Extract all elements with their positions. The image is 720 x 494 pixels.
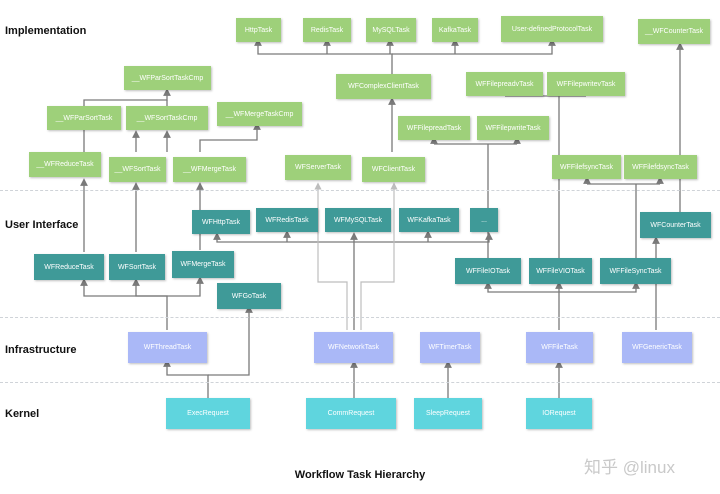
node-wf-kafka-task: WFKafkaTask bbox=[399, 208, 459, 232]
node-reduce-task-impl: __WFReduceTask bbox=[29, 152, 101, 177]
node-par-sort-task: __WFParSortTask bbox=[47, 106, 121, 130]
node-wf-generic-task: WFGenericTask bbox=[622, 332, 692, 363]
node-wf-redis-task: WFRedisTask bbox=[256, 208, 318, 232]
node-http-task: HttpTask bbox=[236, 18, 281, 42]
diagram-caption: Workflow Task Hierarchy bbox=[294, 469, 426, 481]
node-sleep-request: SleepRequest bbox=[414, 398, 482, 429]
node-file-fdsync-task: WFFilefdsyncTask bbox=[624, 155, 697, 179]
node-wf-file-io-task: WFFileIOTask bbox=[455, 258, 521, 284]
node-par-sort-task-cmp: __WFParSortTaskCmp bbox=[124, 66, 211, 90]
node-wf-thread-task: WFThreadTask bbox=[128, 332, 207, 363]
node-comm-request: CommRequest bbox=[306, 398, 396, 429]
node-wf-file-sync-task: WFFileSyncTask bbox=[600, 258, 671, 284]
node-wf-reduce-task: WFReduceTask bbox=[34, 254, 104, 280]
node-mysql-task: MySQLTask bbox=[366, 18, 416, 42]
node-sort-task-impl: __WFSortTask bbox=[109, 157, 166, 182]
node-wf-go-task: WFGoTask bbox=[217, 283, 281, 309]
node-server-task: WFServerTask bbox=[285, 155, 351, 180]
node-wf-http-task: WFHttpTask bbox=[192, 210, 250, 234]
node-file-pwrite-task: WFFilepwriteTask bbox=[477, 116, 549, 140]
node-wf-file-vio-task: WFFileVIOTask bbox=[529, 258, 592, 284]
watermark: 知乎 @linux bbox=[584, 458, 675, 477]
layer-separator bbox=[0, 382, 720, 383]
node-sort-task-cmp: __WFSortTaskCmp bbox=[126, 106, 208, 130]
node-client-task: WFClientTask bbox=[362, 157, 425, 182]
node-wf-timer-task: WFTimerTask bbox=[420, 332, 480, 363]
layer-label-user-interface: User Interface bbox=[5, 219, 79, 231]
node-redis-task: RedisTask bbox=[303, 18, 351, 42]
node-exec-request: ExecRequest bbox=[166, 398, 250, 429]
node-wf-counter-task: WFCounterTask bbox=[640, 212, 711, 238]
layer-label-kernel: Kernel bbox=[5, 408, 40, 420]
node-file-fsync-task: WFFilefsyncTask bbox=[552, 155, 621, 179]
node-complex-client-task: WFComplexClientTask bbox=[336, 74, 431, 99]
node-file-pread-task: WFFilepreadTask bbox=[398, 116, 470, 140]
node-wf-network-task: WFNetworkTask bbox=[314, 332, 393, 363]
node-user-defined-protocol-task: User-definedProtocolTask bbox=[501, 16, 603, 42]
node-merge-task-impl: __WFMergeTask bbox=[173, 157, 246, 182]
node-wf-mysql-task: WFMySQLTask bbox=[325, 208, 391, 232]
layer-label-implementation: Implementation bbox=[5, 25, 87, 37]
node-wf-merge-task: WFMergeTask bbox=[172, 251, 234, 278]
node-file-preadv-task: WFFilepreadvTask bbox=[466, 72, 543, 96]
node-kafka-task: KafkaTask bbox=[432, 18, 478, 42]
node-wf-file-task: WFFileTask bbox=[526, 332, 593, 363]
node-merge-task-cmp: __WFMergeTaskCmp bbox=[217, 102, 302, 126]
layer-separator bbox=[0, 190, 720, 191]
node-io-request: IORequest bbox=[526, 398, 592, 429]
node-more: ... bbox=[470, 208, 498, 232]
layer-label-infrastructure: Infrastructure bbox=[5, 344, 77, 356]
layer-separator bbox=[0, 317, 720, 318]
node-file-pwritev-task: WFFilepwritevTask bbox=[547, 72, 625, 96]
node-counter-task-impl: __WFCounterTask bbox=[638, 19, 710, 44]
node-wf-sort-task: WFSortTask bbox=[109, 254, 165, 280]
